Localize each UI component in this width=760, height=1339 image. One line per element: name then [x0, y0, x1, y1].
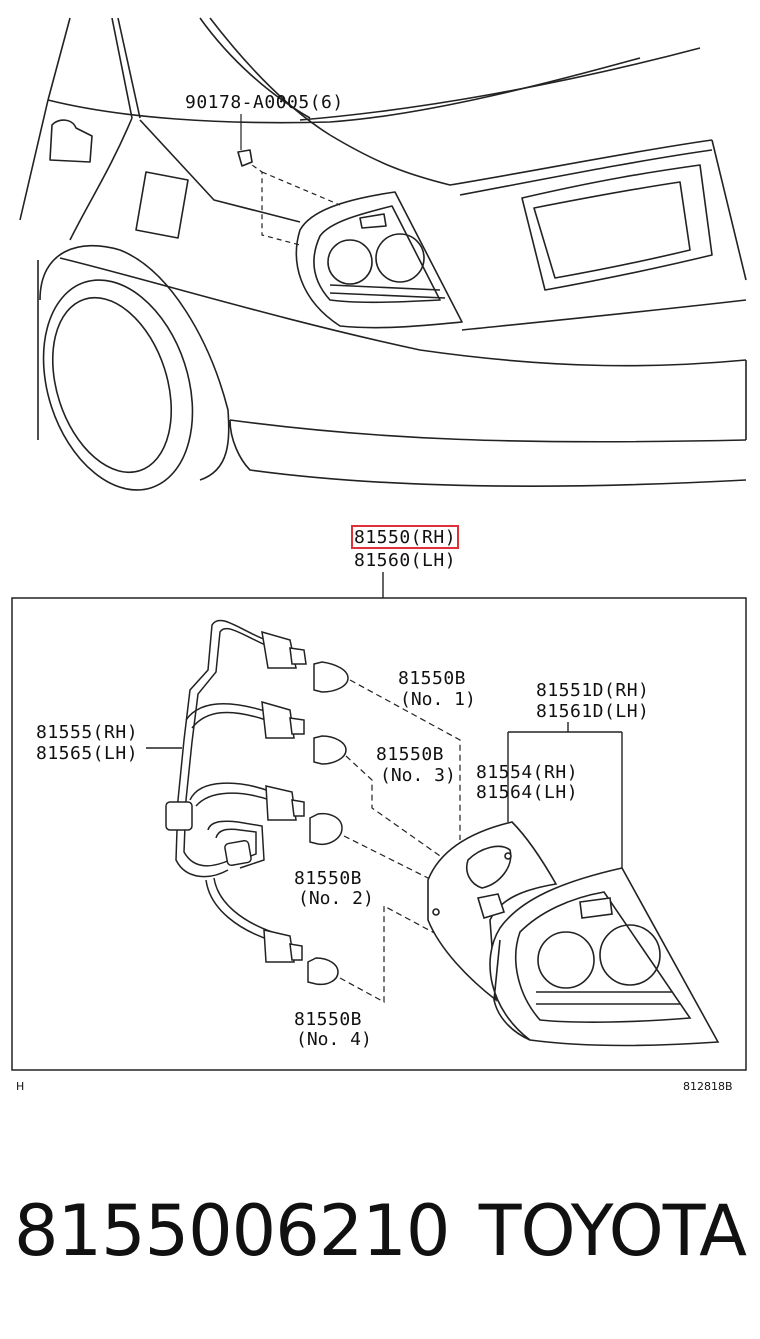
assembly-rh-label: 81550(RH) [354, 527, 456, 548]
assembly-lh-label: 81560(LH) [354, 550, 456, 571]
gasket-part [427, 821, 558, 1002]
bulb-4-note: (No. 4) [296, 1029, 372, 1050]
lens-rh-label: 81551D(RH) [536, 680, 649, 701]
socket-wire-lh-label: 81565(LH) [36, 743, 138, 764]
dashed-leaders [339, 679, 461, 1004]
socket-3 [261, 700, 305, 739]
gasket-rh-label: 81554(RH) [476, 762, 578, 783]
bulb-3 [313, 735, 347, 765]
car-rear-illustration [19, 17, 747, 491]
wiring-harness [165, 619, 273, 941]
socket-wire-rh-label: 81555(RH) [36, 722, 138, 743]
bulb-3-part-label: 81550B [376, 744, 444, 765]
footer-brand: TOYOTA [478, 1190, 747, 1272]
detail-frame [11, 597, 747, 1071]
socket-2 [265, 785, 305, 821]
corner-code-left: H [16, 1080, 24, 1093]
lens-housing [489, 867, 720, 1047]
clip-callout-label: 90178-A0005(6) [185, 92, 344, 113]
bulb-2 [309, 812, 343, 846]
bulb-4 [307, 957, 339, 986]
socket-1 [261, 630, 307, 669]
bulb-2-note: (No. 2) [298, 888, 374, 909]
bulb-4-part-label: 81550B [294, 1009, 362, 1030]
bulb-1-note: (No. 1) [400, 689, 476, 710]
highlight-box [351, 525, 459, 549]
corner-code-right: 812818B [683, 1080, 733, 1093]
lens-lh-label: 81561D(LH) [536, 701, 649, 722]
bulb-3-note: (No. 3) [380, 765, 456, 786]
bulb-2-part-label: 81550B [294, 868, 362, 889]
footer-part-number: 8155006210 [14, 1190, 450, 1272]
gasket-lh-label: 81564(LH) [476, 782, 578, 803]
bulb-1-part-label: 81550B [398, 668, 466, 689]
bulb-1 [313, 661, 349, 693]
lens-leader [507, 722, 623, 868]
footer: 8155006210 TOYOTA [0, 1180, 760, 1290]
socket-4 [263, 929, 303, 963]
